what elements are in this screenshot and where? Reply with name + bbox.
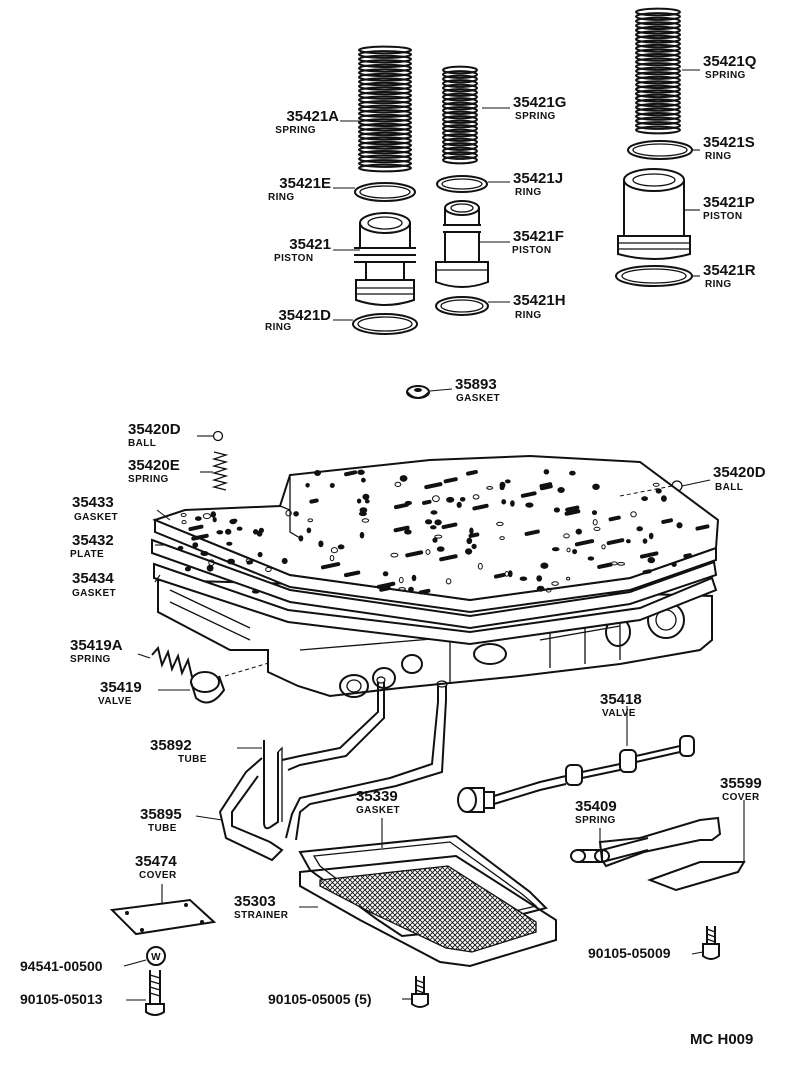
label-number-35434: 35434 xyxy=(72,570,114,587)
label-number-35421Q: 35421Q xyxy=(703,53,757,70)
label-name-35339: GASKET xyxy=(356,805,400,816)
cover-35474 xyxy=(109,898,217,936)
label-number-35474: 35474 xyxy=(135,853,177,870)
ring-35421R xyxy=(615,265,693,287)
label-name-35419: VALVE xyxy=(98,696,132,707)
label-number-35421F: 35421F xyxy=(513,228,564,245)
label-number-35433: 35433 xyxy=(72,494,114,511)
label-name-35421E: RING xyxy=(268,192,295,203)
spring-35421G xyxy=(442,65,478,165)
label-number-35420D-right: 35420D xyxy=(713,464,766,481)
piston-35421F xyxy=(435,200,489,288)
ring-35421J xyxy=(436,175,488,193)
spring-35419A xyxy=(151,645,193,678)
label-name-35421A: SPRING xyxy=(275,125,316,136)
ring-35421E xyxy=(354,182,416,202)
piston-35421P xyxy=(617,168,691,260)
label-number-35895: 35895 xyxy=(140,806,182,823)
label-number-35599: 35599 xyxy=(720,775,762,792)
label-name-35433: GASKET xyxy=(74,512,118,523)
spring-35421A xyxy=(358,45,412,173)
label-fastener-94541-00500: 94541-00500 xyxy=(20,958,103,974)
label-number-35421J: 35421J xyxy=(513,170,563,187)
label-number-35419: 35419 xyxy=(100,679,142,696)
label-number-35421D: 35421D xyxy=(278,307,331,324)
label-name-35421G: SPRING xyxy=(515,111,556,122)
label-number-35303: 35303 xyxy=(234,893,276,910)
label-number-35421P: 35421P xyxy=(703,194,755,211)
tube-35895 xyxy=(218,680,448,862)
spring-35421Q xyxy=(635,7,681,135)
label-number-35418: 35418 xyxy=(600,691,642,708)
diagram-code: MC H009 xyxy=(690,1031,753,1048)
label-number-35421R: 35421R xyxy=(703,262,756,279)
label-name-35420D-right: BALL xyxy=(715,482,743,493)
label-name-35418: VALVE xyxy=(602,708,636,719)
label-name-35421D: RING xyxy=(265,322,292,333)
label-number-35892: 35892 xyxy=(150,737,192,754)
label-fastener-90105-05013: 90105-05013 xyxy=(20,991,103,1007)
label-name-35599: COVER xyxy=(722,792,760,803)
ring-35421S xyxy=(627,140,693,160)
piston-35421 xyxy=(354,212,416,306)
separator-plate-holes xyxy=(177,469,710,595)
label-name-35892: TUBE xyxy=(178,754,207,765)
label-name-35421F: PISTON xyxy=(512,245,551,256)
label-number-35432: 35432 xyxy=(72,532,114,549)
strainer-35303 xyxy=(299,854,557,968)
coil-springs xyxy=(358,7,681,173)
label-number-35421E: 35421E xyxy=(279,175,331,192)
bolt-90105-05005 xyxy=(411,976,429,1008)
valve-body-assembly xyxy=(151,454,720,698)
label-name-35421: PISTON xyxy=(274,253,313,264)
cover-35599 xyxy=(598,800,746,892)
valve-35419-axis xyxy=(224,661,273,677)
leader-lines xyxy=(123,69,711,1001)
label-number-35409: 35409 xyxy=(575,798,617,815)
label-number-35420D-left: 35420D xyxy=(128,421,181,438)
label-name-35432: PLATE xyxy=(70,549,104,560)
label-fastener-90105-05009: 90105-05009 xyxy=(588,945,671,961)
label-name-35303: STRAINER xyxy=(234,910,289,921)
label-name-35409: SPRING xyxy=(575,815,616,826)
label-number-35893: 35893 xyxy=(455,376,497,393)
label-name-35474: COVER xyxy=(139,870,177,881)
washer-94541-00500: W xyxy=(146,946,166,966)
label-name-35421Q: SPRING xyxy=(705,70,746,81)
label-name-35421S: RING xyxy=(705,151,732,162)
label-name-35419A: SPRING xyxy=(70,654,111,665)
label-number-35421: 35421 xyxy=(289,236,331,253)
ring-35421D xyxy=(352,313,418,335)
label-number-35421A: 35421A xyxy=(286,108,339,125)
label-name-35434: GASKET xyxy=(72,588,116,599)
label-name-35421H: RING xyxy=(515,310,542,321)
bolt-90105-05013 xyxy=(145,970,165,1016)
part-labels: 35421A SPRING 35421G SPRING 35421Q SPRIN… xyxy=(20,53,766,1048)
label-name-35421R: RING xyxy=(705,279,732,290)
valve-35418 xyxy=(457,735,695,813)
valve-35419 xyxy=(190,671,226,704)
tube-35892 xyxy=(263,676,386,830)
washer-symbol: W xyxy=(151,952,161,963)
gasket-35893 xyxy=(406,385,430,399)
ball-35420D-left xyxy=(212,430,224,442)
label-name-35421P: PISTON xyxy=(703,211,742,222)
ring-35421H xyxy=(435,296,489,316)
label-name-35893: GASKET xyxy=(456,393,500,404)
label-name-35421J: RING xyxy=(515,187,542,198)
label-number-35420E: 35420E xyxy=(128,457,180,474)
label-name-35420E: SPRING xyxy=(128,474,169,485)
label-number-35339: 35339 xyxy=(356,788,398,805)
bolt-90105-05009 xyxy=(702,926,720,960)
spring-35420E xyxy=(211,451,229,491)
label-name-35895: TUBE xyxy=(148,823,177,834)
label-number-35421S: 35421S xyxy=(703,134,755,151)
label-name-35420D-left: BALL xyxy=(128,438,156,449)
label-number-35421G: 35421G xyxy=(513,94,566,111)
label-number-35419A: 35419A xyxy=(70,637,123,654)
label-number-35421H: 35421H xyxy=(513,292,566,309)
label-fastener-90105-05005: 90105-05005 (5) xyxy=(268,991,372,1007)
